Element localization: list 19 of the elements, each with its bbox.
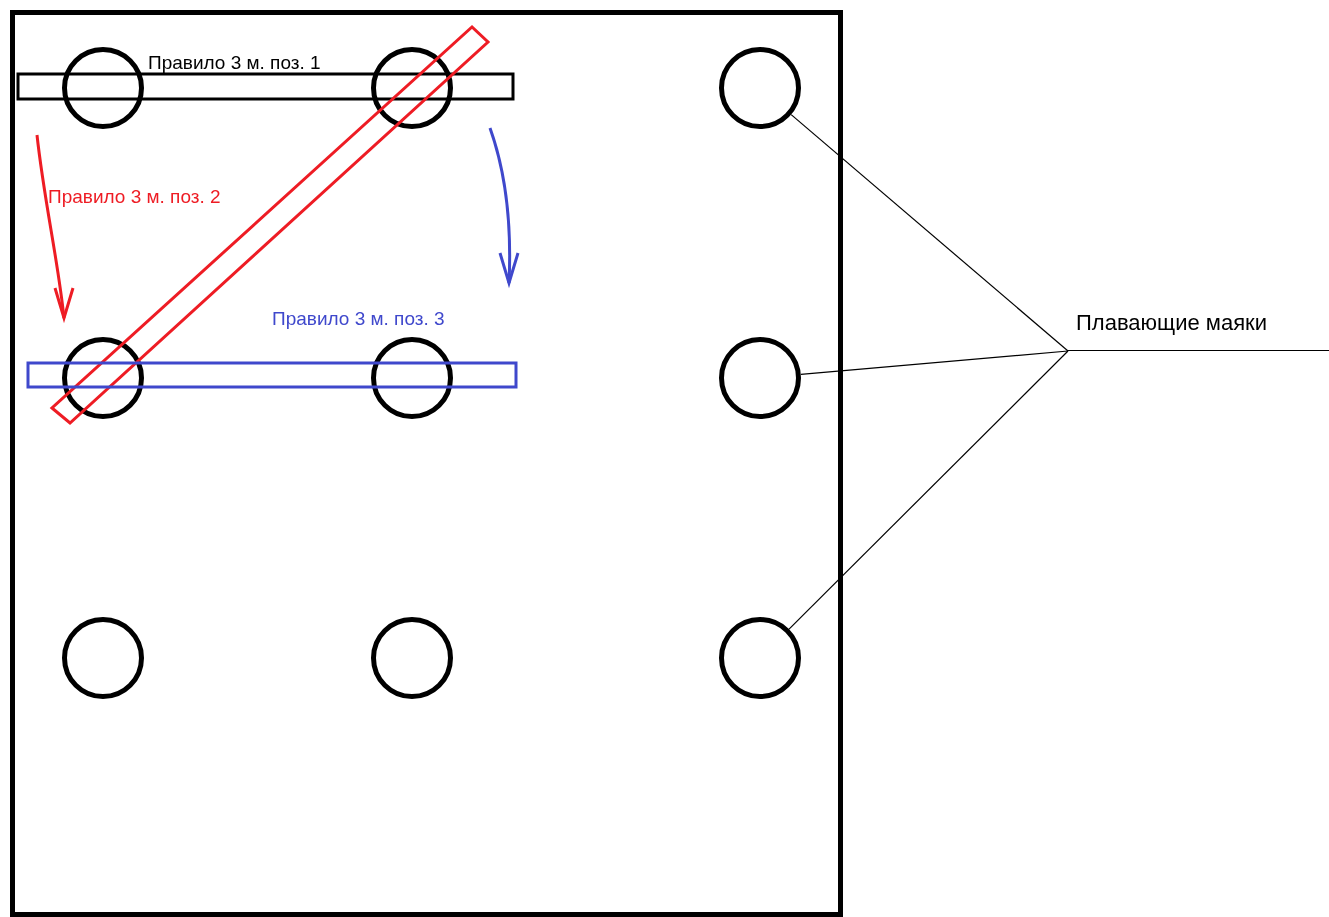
beacon-circle — [62, 47, 144, 129]
leader-line — [790, 114, 1069, 352]
rule-label: Правило 3 м. поз. 3 — [272, 308, 445, 330]
beacon-circle — [371, 337, 453, 419]
rule-label: Правило 3 м. поз. 1 — [148, 52, 321, 74]
leader-line — [800, 350, 1069, 376]
leader-line — [788, 350, 1069, 630]
leader-label: Плавающие маяки — [1068, 308, 1329, 351]
beacon-circle — [719, 337, 801, 419]
beacon-circle — [719, 47, 801, 129]
beacon-circle — [371, 617, 453, 699]
beacon-circle — [62, 337, 144, 419]
beacon-circle — [719, 617, 801, 699]
rule-label: Правило 3 м. поз. 2 — [48, 186, 221, 208]
beacon-circle — [62, 617, 144, 699]
rule-bar — [49, 24, 491, 425]
rule-bar — [26, 361, 518, 389]
rule-bar — [16, 72, 515, 101]
beacon-circle — [371, 47, 453, 129]
